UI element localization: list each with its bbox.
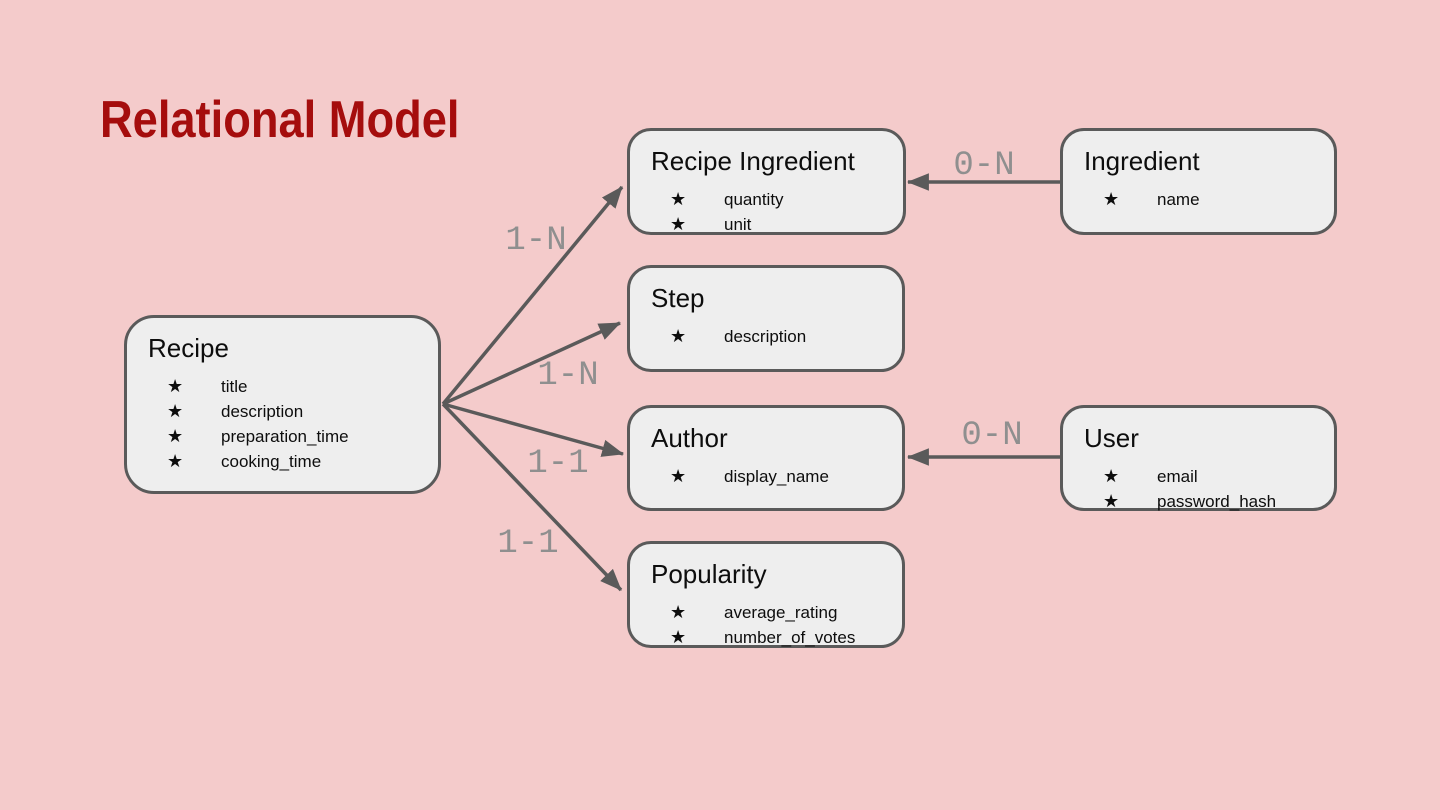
entity-fields: ★ name: [1063, 187, 1334, 212]
field-label: unit: [724, 215, 752, 234]
entity-field: ★ name: [1063, 187, 1334, 212]
entity-recipe-ingredient: Recipe Ingredient ★ quantity ★ unit: [627, 128, 906, 235]
entity-field: ★ number_of_votes: [630, 625, 902, 650]
field-label: display_name: [724, 467, 829, 486]
star-icon: ★: [670, 189, 687, 209]
entity-title: Recipe: [148, 333, 229, 363]
field-label: cooking_time: [221, 452, 322, 471]
entity-field: ★ description: [630, 324, 902, 349]
entity-title: User: [1084, 423, 1139, 453]
entity-title: Ingredient: [1084, 146, 1200, 176]
entity-field: ★ email: [1063, 464, 1334, 489]
entity-field: ★ average_rating: [630, 600, 902, 625]
relation-line-recipe-to-author: [442, 402, 625, 457]
entity-field: ★ title: [127, 374, 438, 399]
star-icon: ★: [167, 376, 184, 396]
entity-title: Recipe Ingredient: [651, 146, 855, 176]
entity-title: Step: [651, 283, 705, 313]
field-label: number_of_votes: [724, 628, 856, 647]
star-icon: ★: [670, 326, 687, 346]
relation-label-recipe-author: 1-1: [527, 445, 588, 483]
entity-field: ★ preparation_time: [127, 424, 438, 449]
entity-fields: ★ quantity ★ unit: [630, 187, 903, 237]
star-icon: ★: [167, 426, 184, 446]
relation-line-recipe-to-step: [442, 321, 622, 406]
field-label: quantity: [724, 190, 784, 209]
entity-field: ★ password_hash: [1063, 489, 1334, 514]
entity-title: Author: [651, 423, 728, 453]
entity-field: ★ quantity: [630, 187, 903, 212]
relation-label-ingredient-recipe-ingredient: 0-N: [953, 147, 1014, 185]
star-icon: ★: [670, 627, 687, 647]
entity-popularity: Popularity ★ average_rating ★ number_of_…: [627, 541, 905, 648]
star-icon: ★: [167, 451, 184, 471]
star-icon: ★: [670, 466, 687, 486]
relation-label-recipe-step: 1-N: [537, 357, 598, 395]
entity-field: ★ unit: [630, 212, 903, 237]
entity-field: ★ description: [127, 399, 438, 424]
entity-fields: ★ average_rating ★ number_of_votes: [630, 600, 902, 650]
field-label: title: [221, 377, 248, 396]
relation-label-user-author: 0-N: [961, 417, 1022, 455]
entity-step: Step ★ description: [627, 265, 905, 372]
field-label: email: [1157, 467, 1198, 486]
entity-title: Popularity: [651, 559, 767, 589]
entity-field: ★ cooking_time: [127, 449, 438, 474]
field-label: description: [221, 402, 304, 421]
star-icon: ★: [1103, 466, 1120, 486]
star-icon: ★: [1103, 189, 1120, 209]
entity-recipe: Recipe ★ title ★ description ★ preparati…: [124, 315, 441, 494]
star-icon: ★: [1103, 491, 1120, 511]
entity-author: Author ★ display_name: [627, 405, 905, 511]
relation-label-recipe-recipe-ingredient: 1-N: [505, 222, 566, 260]
entity-ingredient: Ingredient ★ name: [1060, 128, 1337, 235]
field-label: preparation_time: [221, 427, 349, 446]
field-label: description: [724, 327, 807, 346]
entity-user: User ★ email ★ password_hash: [1060, 405, 1337, 511]
relation-line-recipe-to-recipe-ingredient: [441, 185, 624, 406]
field-label: password_hash: [1157, 492, 1277, 511]
entity-fields: ★ email ★ password_hash: [1063, 464, 1334, 514]
entity-field: ★ display_name: [630, 464, 902, 489]
field-label: average_rating: [724, 603, 838, 622]
relation-line-recipe-to-popularity: [441, 402, 623, 592]
star-icon: ★: [670, 602, 687, 622]
field-label: name: [1157, 190, 1200, 209]
star-icon: ★: [167, 401, 184, 421]
entity-fields: ★ display_name: [630, 464, 902, 489]
relation-label-recipe-popularity: 1-1: [497, 525, 558, 563]
star-icon: ★: [670, 214, 687, 234]
entity-fields: ★ title ★ description ★ preparation_time…: [127, 374, 438, 474]
entity-fields: ★ description: [630, 324, 902, 349]
page-title: Relational Model: [100, 91, 460, 149]
